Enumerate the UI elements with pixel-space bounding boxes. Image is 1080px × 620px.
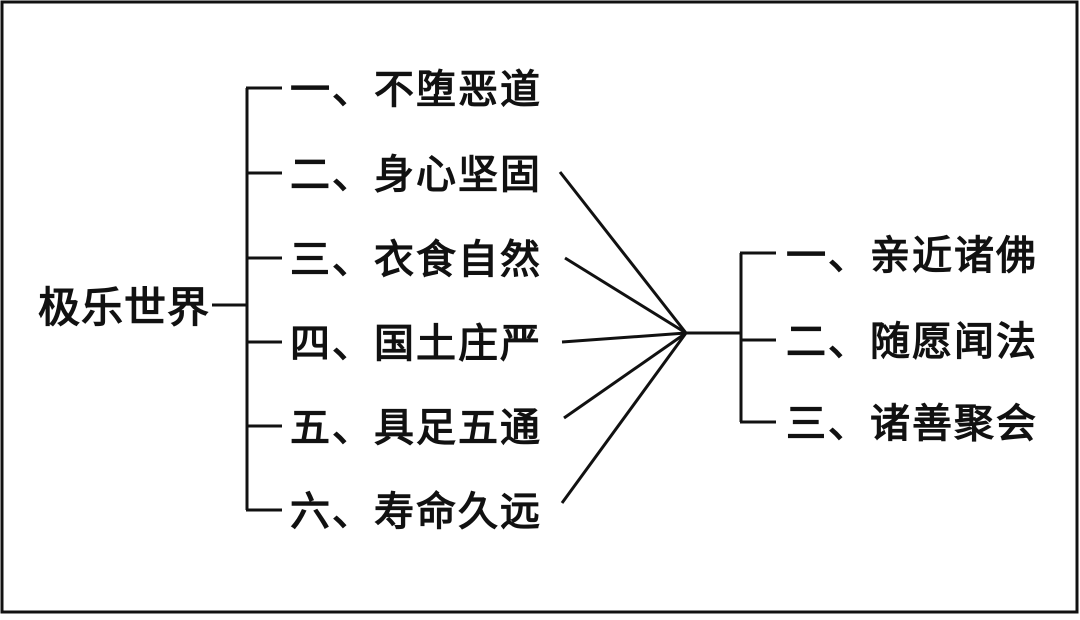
gain-item-3: 三、诸善聚会 (786, 401, 1038, 447)
root-label: 极乐世界 (38, 283, 211, 332)
fan-line (561, 331, 687, 344)
fan-line (564, 256, 687, 335)
gain-item-1: 一、亲近诸佛 (786, 233, 1038, 279)
benefit-item-1: 一、不堕恶道 (290, 67, 542, 113)
gain-item-2: 二、随愿闻法 (786, 319, 1038, 365)
benefit-item-4: 四、国土庄严 (290, 321, 542, 367)
benefit-item-6: 六、寿命久远 (290, 489, 542, 535)
benefit-item-2: 二、身心坚固 (290, 152, 542, 198)
fan-line (563, 331, 687, 420)
benefit-item-3: 三、衣食自然 (290, 237, 542, 283)
fan-line (560, 332, 688, 504)
benefit-item-5: 五、具足五通 (290, 405, 542, 451)
fan-line (558, 171, 688, 334)
